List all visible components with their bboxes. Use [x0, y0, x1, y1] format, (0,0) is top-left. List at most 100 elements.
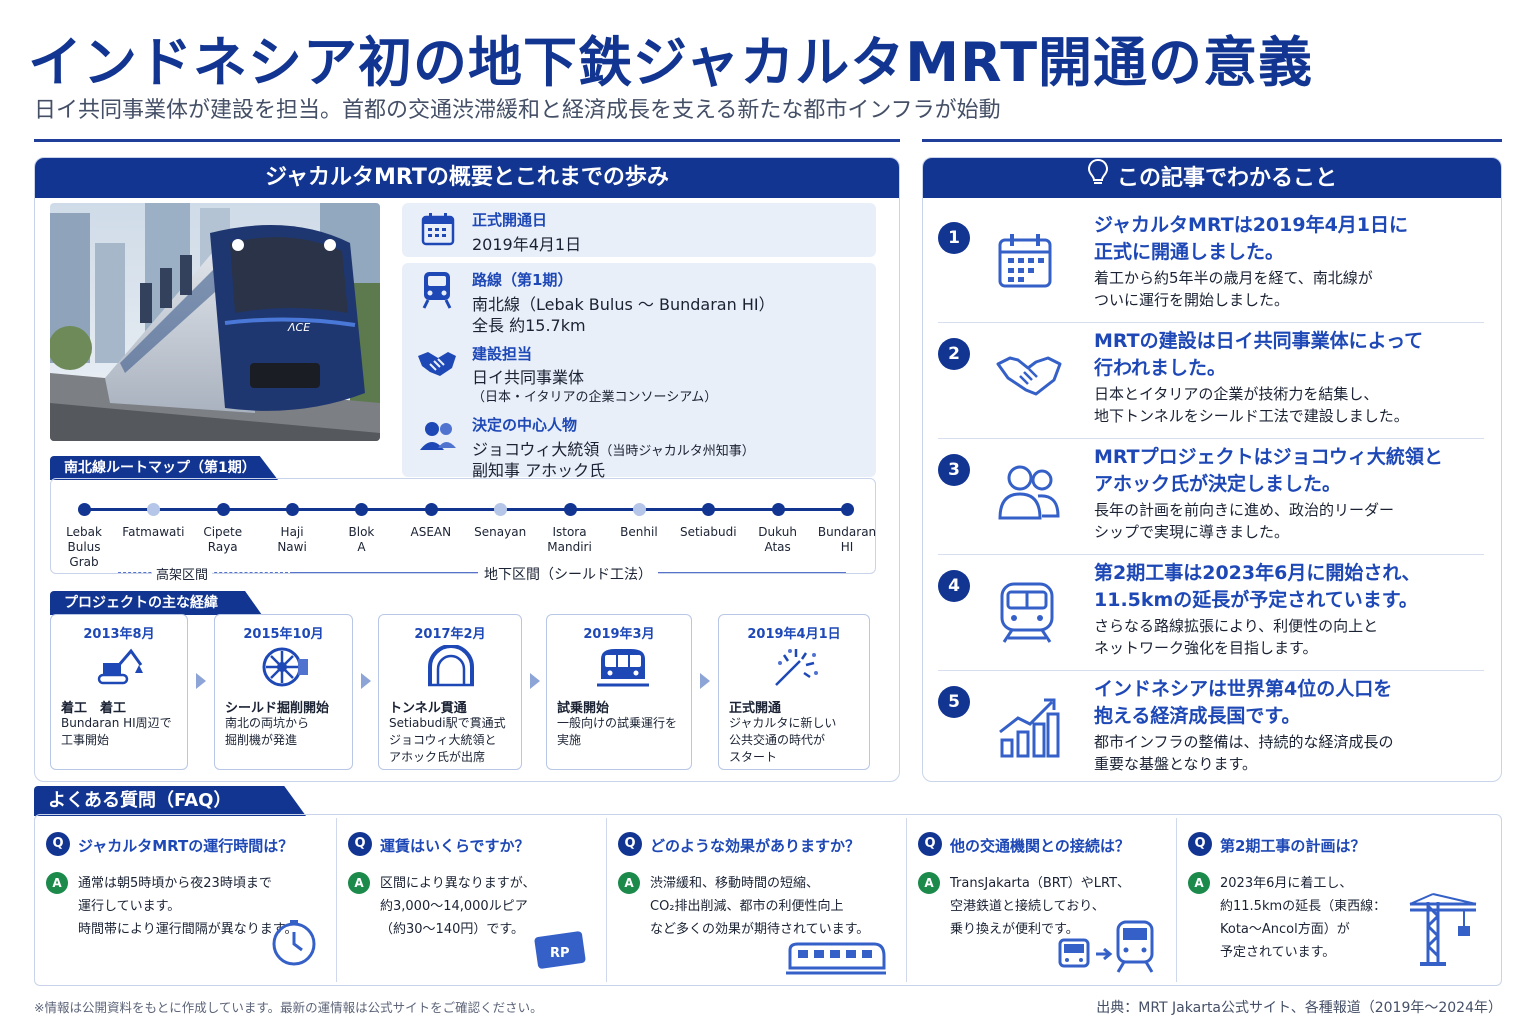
takeaway-number: 3 — [938, 454, 970, 486]
station-dot — [78, 503, 91, 516]
crane-icon — [1408, 892, 1478, 972]
takeaway-number: 5 — [938, 686, 970, 718]
faq-tag: よくある質問（FAQ） — [34, 786, 306, 816]
faq-answer: 渋滞緩和、移動時間の短縮、 CO₂排出削減、都市の利便性向上 など多くの効果が期… — [650, 876, 870, 937]
station-dot — [216, 503, 230, 516]
station-dot — [702, 503, 716, 516]
handshake-icon — [416, 346, 458, 384]
faq-answer: TransJakarta（BRT）やLRT、 空港鉄道と接続しており、 乗り換え… — [950, 876, 1131, 937]
milestone-date: 2019年4月1日 — [747, 627, 841, 642]
milestone-card: 2019年4月1日正式開通ジャカルタに新しい 公共交通の時代が スタート — [718, 614, 870, 770]
divider — [938, 554, 1484, 555]
milestone-body: 一般向けの試乗運行を 実施 — [557, 716, 678, 747]
builder-value: 日イ共同事業体 — [472, 368, 585, 387]
divider — [906, 818, 907, 982]
line-value: 南北線（Lebak Bulus 〜 Bundaran HI） — [472, 295, 775, 314]
station-dot — [424, 503, 438, 516]
faq-answer: 2023年6月に着工し、 約11.5kmの延長（東西線： Kota〜Ancol方… — [1220, 876, 1387, 960]
handshake-icon — [996, 348, 1062, 404]
arrow-right-icon — [530, 673, 540, 689]
question-badge: Q — [918, 832, 942, 856]
faq-question: どのような効果がありますか？ — [650, 837, 861, 855]
milestone-date: 2019年3月 — [583, 627, 655, 642]
celebration-icon — [770, 645, 820, 693]
takeaway-number: 4 — [938, 570, 970, 602]
station-label: ASEAN — [410, 525, 452, 539]
answer-badge: A — [918, 872, 940, 894]
train-logo: ΛCE — [287, 321, 310, 334]
question-badge: Q — [1188, 832, 1212, 856]
takeaway-title-2: 正式に開通しました。 — [1094, 241, 1285, 263]
takeaway-title-2: 11.5kmの延長が予定されています。 — [1094, 589, 1418, 611]
train-side-icon — [786, 940, 886, 980]
growth-chart-icon — [996, 696, 1060, 764]
milestone-title: 試乗開始 — [557, 701, 610, 716]
train-photo: ΛCE — [50, 203, 380, 441]
station-label: Cipete Raya — [203, 525, 243, 554]
lightbulb-icon — [1087, 158, 1109, 200]
train-icon — [996, 580, 1058, 648]
station-dot — [286, 503, 300, 516]
station-dot — [771, 503, 785, 516]
station-label: Fatmawati — [122, 525, 185, 539]
takeaway-number: 2 — [938, 338, 970, 370]
underground-section-label: 地下区間（シールド工法） — [478, 564, 658, 584]
faq-answer: 区間により異なりますが、 約3,000〜14,000ルピア （約30〜140円）… — [380, 876, 536, 937]
route-map-tag: 南北線ルートマップ（第1期） — [50, 456, 278, 480]
milestone-date: 2013年8月 — [83, 627, 155, 642]
arrow-right-icon — [196, 673, 206, 689]
opening-date-box — [402, 203, 876, 257]
line-label: 路線（第1期） — [472, 271, 573, 289]
excavator-icon — [95, 645, 145, 693]
faq-question: 運賃はいくらですか？ — [380, 837, 530, 855]
takeaway-title: インドネシアは世界第4位の人口を — [1094, 678, 1393, 700]
faq-question: 他の交通機関との接続は？ — [950, 837, 1130, 855]
station-label: Dukuh Atas — [758, 525, 797, 554]
divider — [938, 670, 1484, 671]
milestone-date: 2015年10月 — [243, 627, 324, 642]
fare-card-text: RP — [550, 946, 570, 961]
footnote: ※情報は公開資料をもとに作成しています。最新の運情報は公式サイトをご確認ください… — [34, 1000, 543, 1015]
faq-panel — [34, 814, 1502, 986]
question-badge: Q — [46, 832, 70, 856]
train-icon — [420, 270, 454, 314]
takeaway-body: 日本とイタリアの企業が技術力を結集し、 — [1094, 385, 1379, 403]
takeaway-title-2: 抱える経済成長国です。 — [1094, 705, 1301, 727]
station-dot — [841, 503, 854, 516]
divider — [606, 818, 607, 982]
source-credit: 出典：MRT Jakarta公式サイト、各種報道（2019年〜2024年） — [1096, 1000, 1502, 1016]
station-label: Setiabudi — [679, 525, 737, 539]
station-label: Blok A — [348, 525, 375, 554]
takeaway-title: ジャカルタMRTは2019年4月1日に — [1094, 214, 1409, 236]
divider — [336, 818, 337, 982]
takeaway-body-2: ネットワーク強化を目指します。 — [1094, 639, 1318, 657]
station-label: Benhil — [620, 525, 658, 539]
answer-badge: A — [1188, 872, 1210, 894]
faq-answer: 通常は朝5時頃から夜23時頃まで 運行しています。 時間帯により運行間隔が異なり… — [78, 876, 298, 937]
line-length: 全長 約15.7km — [472, 316, 586, 335]
opening-date-label: 正式開通日 — [472, 211, 548, 229]
station-dot — [147, 503, 161, 516]
station-label: Senayan — [474, 525, 527, 539]
takeaway-body-2: シップで実現に導きました。 — [1094, 523, 1290, 541]
takeaways-heading: この記事でわかること — [923, 158, 1501, 198]
milestone-body: Setiabudi駅で貫通式 ジョコウィ大統領と アホック氏が出席 — [389, 716, 506, 764]
route-map — [50, 478, 876, 574]
page-subtitle: 日イ共同事業体が建設を担当。首都の交通渋滞緩和と経済成長を支える新たな都市インフ… — [34, 98, 1001, 123]
route-line — [84, 508, 848, 511]
question-badge: Q — [618, 832, 642, 856]
builder-note: （日本・イタリアの企業コンソーシアム） — [472, 390, 718, 405]
people-icon — [418, 420, 458, 456]
bus-to-train-icon — [1058, 918, 1158, 978]
divider — [34, 139, 900, 142]
divider — [938, 322, 1484, 323]
elevated-section-label: 高架区間 — [152, 564, 213, 583]
people-value: ジョコウィ大統領（当時ジャカルタ州知事） — [472, 440, 755, 459]
divider — [938, 438, 1484, 439]
takeaway-title: MRTの建設は日イ共同事業体によって — [1094, 330, 1424, 352]
tunnel-icon — [426, 644, 476, 693]
milestone-title: トンネル貫通 — [389, 701, 467, 716]
answer-badge: A — [348, 872, 370, 894]
